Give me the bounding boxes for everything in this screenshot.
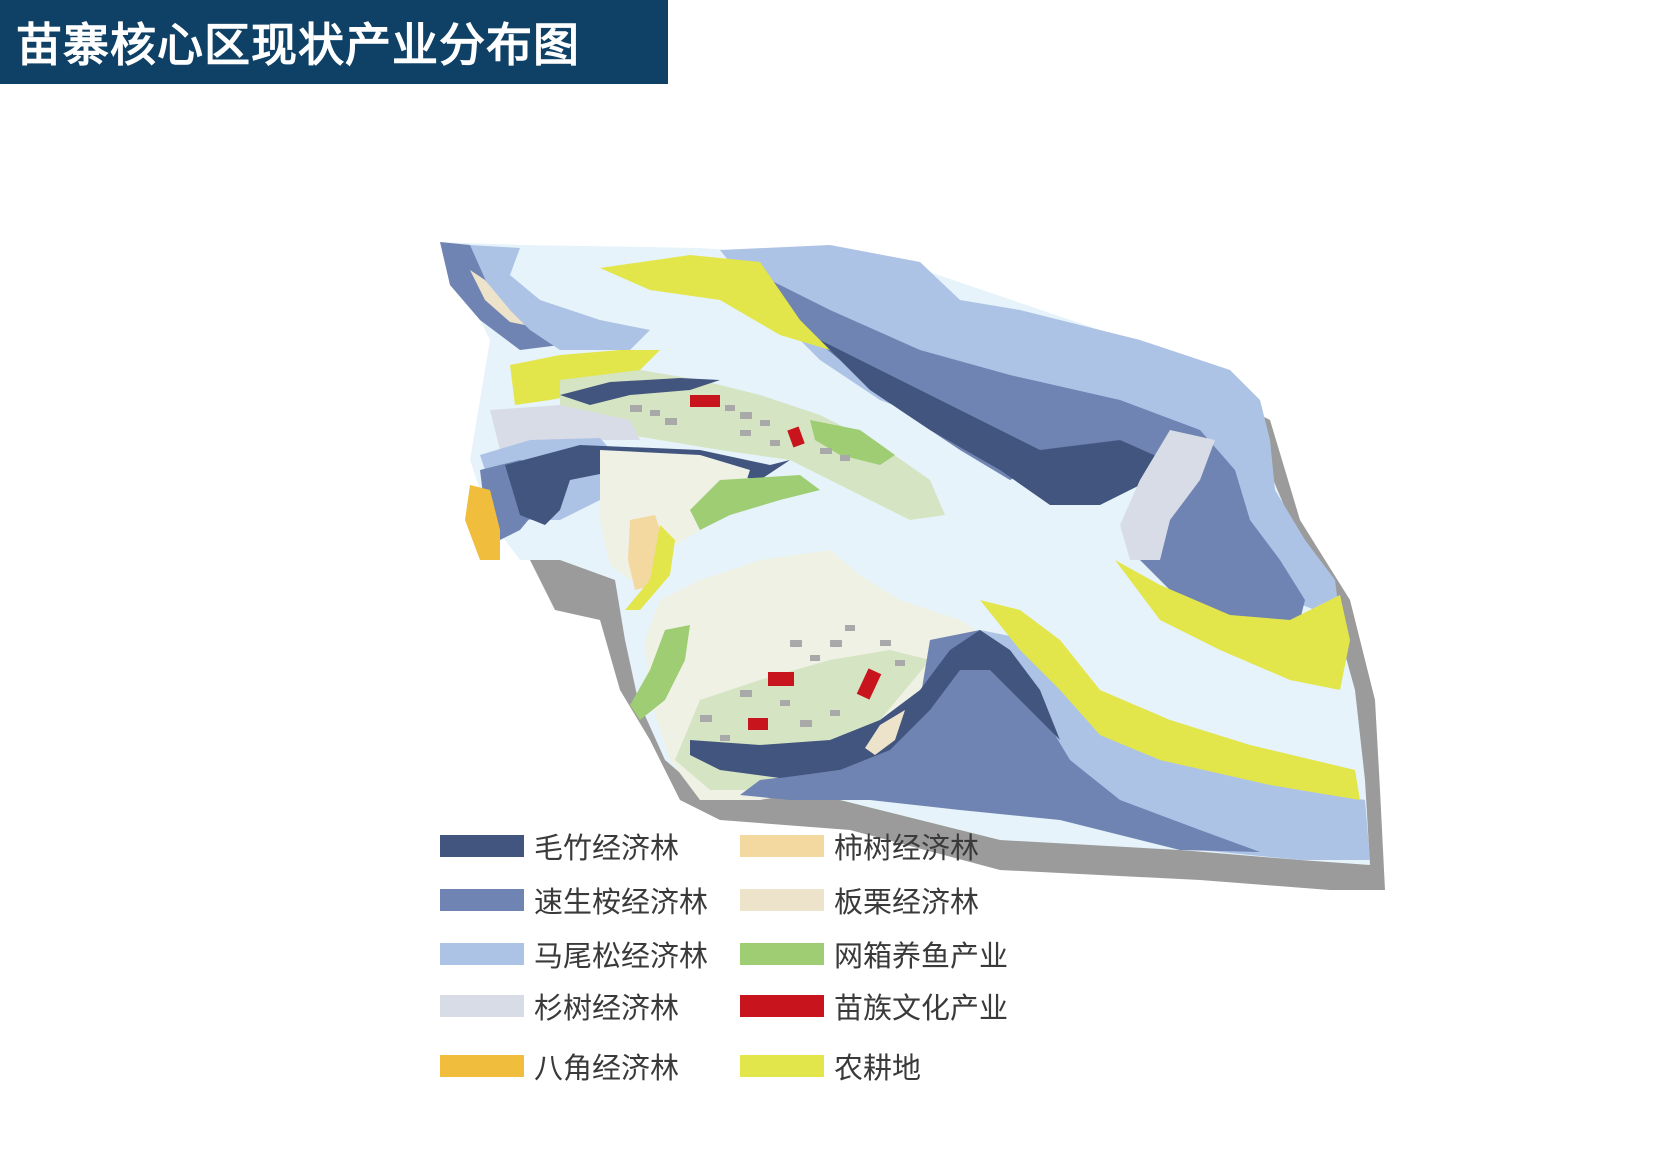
legend-item-shanshu: 杉树经济林 [440,986,679,1026]
zone-farmland-east [1115,560,1350,690]
legend-item-maozhu: 毛竹经济林 [440,826,679,866]
legend-item-suan: 速生桉经济林 [440,880,708,920]
legend-swatch [440,889,524,911]
legend-label: 苗族文化产业 [834,991,1009,1025]
legend-label: 农耕地 [834,1051,922,1085]
zone-maozhu-village-north [560,378,720,405]
legend-item-fishfarm: 网箱养鱼产业 [740,934,1008,974]
zone-masong-south [980,630,1370,860]
legend-swatch [440,943,524,965]
legend-swatch [440,1055,524,1077]
legend-swatch [740,835,824,857]
culture-site-2 [787,426,805,448]
legend-label: 毛竹经济林 [534,831,680,865]
zone-farmland-north [600,255,830,350]
legend-swatch [740,943,824,965]
zone-bajiao [465,485,500,560]
legend-swatch [740,995,824,1017]
zone-maozhu-north [820,340,1165,505]
culture-site-4 [856,668,882,700]
legend-swatch [740,889,824,911]
zone-masong-nw [470,245,650,350]
legend-label: 板栗经济林 [834,885,980,919]
legend-label: 柿树经济林 [834,831,980,865]
zone-farmland-mid [625,525,675,610]
legend-label: 马尾松经济林 [534,939,709,973]
map-legend: 毛竹经济林 柿树经济林 速生桉经济林 板栗经济林 马尾松经济林 网箱养鱼产业 杉… [440,826,1080,1106]
zone-maozhu-south [690,630,1060,778]
zone-banli-nw [470,270,525,325]
zone-banli-south [865,710,905,755]
legend-swatch [440,995,524,1017]
page-title: 苗寨核心区现状产业分布图 [0,0,668,84]
culture-site-1 [690,395,720,407]
title-text: 苗寨核心区现状产业分布图 [16,18,580,72]
village-north-ground [560,370,945,520]
legend-swatch [440,835,524,857]
legend-label: 杉树经济林 [534,991,680,1025]
zone-suan-south [740,630,1260,852]
legend-item-banli: 板栗经济林 [740,880,979,920]
zone-fishfarm-mid [690,475,820,530]
culture-site-5 [748,718,768,730]
zone-fishfarm-south [630,625,690,720]
village-buildings [630,405,905,741]
legend-label: 八角经济林 [534,1051,680,1085]
zone-shanshu-west [490,405,640,450]
legend-swatch [740,1055,824,1077]
legend-item-culture: 苗族文化产业 [740,986,1008,1026]
legend-item-masong: 马尾松经济林 [440,934,708,974]
legend-item-farmland: 农耕地 [740,1046,921,1086]
culture-site-3 [768,672,794,686]
legend-label: 网箱养鱼产业 [834,939,1009,973]
legend-label: 速生桉经济林 [534,885,709,919]
zone-farmland-south [980,600,1360,800]
zone-shanshu-east [1120,430,1215,560]
zone-fishfarm-north [810,420,895,465]
legend-item-shishu: 柿树经济林 [740,826,979,866]
legend-item-bajiao: 八角经济林 [440,1046,679,1086]
